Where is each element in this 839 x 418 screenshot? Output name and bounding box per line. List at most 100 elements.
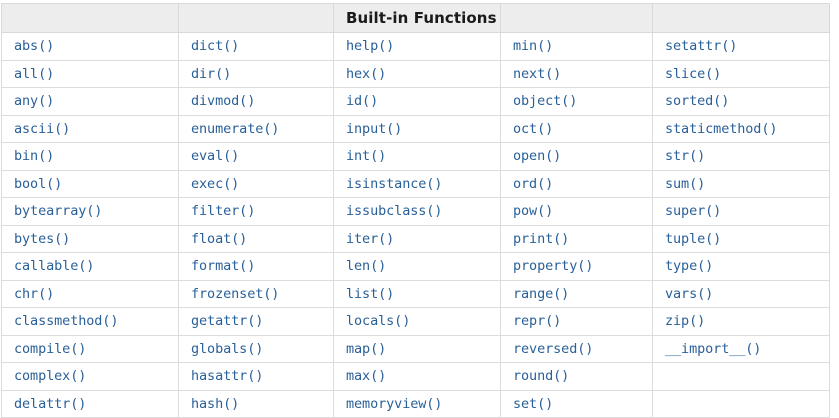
table-cell: __import__(): [652, 334, 830, 363]
table-cell: set(): [500, 389, 653, 418]
builtin-function-link[interactable]: reversed(): [513, 340, 594, 357]
table-cell: eval(): [178, 142, 334, 171]
builtin-function-link[interactable]: bytes(): [14, 230, 71, 247]
builtin-function-link[interactable]: slice(): [665, 65, 722, 82]
table-cell: map(): [333, 334, 501, 363]
builtin-function-link[interactable]: format(): [191, 258, 256, 275]
builtin-function-link[interactable]: ord(): [513, 175, 554, 192]
table-row: delattr() hash() memoryview() set(): [1, 389, 830, 418]
table-cell: isinstance(): [333, 169, 501, 198]
builtin-function-link[interactable]: isinstance(): [346, 175, 443, 192]
builtin-function-link[interactable]: dict(): [191, 38, 240, 55]
table-row: bool() exec() isinstance() ord() sum(): [1, 169, 830, 198]
table-cell: print(): [500, 224, 653, 253]
table-body: abs() dict() help() min() setattr() all() dir(…: [1, 32, 830, 418]
table-cell: hex(): [333, 59, 501, 88]
builtin-function-link[interactable]: __import__(): [665, 340, 762, 357]
builtin-function-link[interactable]: ascii(): [14, 120, 71, 137]
builtin-function-link[interactable]: chr(): [14, 285, 55, 302]
builtin-function-link[interactable]: bool(): [14, 175, 63, 192]
builtin-functions-table: Built-in Functions abs()dict()help()min(…: [1, 3, 830, 418]
builtin-function-link[interactable]: abs(): [14, 38, 55, 55]
builtin-function-link[interactable]: repr(): [513, 313, 562, 330]
builtin-function-link[interactable]: type(): [665, 258, 714, 275]
builtin-function-link[interactable]: max(): [346, 368, 387, 385]
table-cell: all(): [1, 59, 179, 88]
builtin-function-link[interactable]: delattr(): [14, 395, 87, 412]
builtin-function-link[interactable]: globals(): [191, 340, 264, 357]
table-cell: range(): [500, 279, 653, 308]
table-row: classmethod() getattr() locals() repr() zip(…: [1, 307, 830, 336]
table-cell: vars(): [652, 279, 830, 308]
builtin-function-link[interactable]: eval(): [191, 148, 240, 165]
table-cell: id(): [333, 87, 501, 116]
builtin-function-link[interactable]: len(): [346, 258, 387, 275]
builtin-function-link[interactable]: pow(): [513, 203, 554, 220]
builtin-function-link[interactable]: complex(): [14, 368, 87, 385]
table-header-cell-empty: [652, 3, 830, 33]
table-cell: next(): [500, 59, 653, 88]
builtin-function-link[interactable]: float(): [191, 230, 248, 247]
builtin-function-link[interactable]: sorted(): [665, 93, 730, 110]
table-cell: hasattr(): [178, 362, 334, 391]
builtin-function-link[interactable]: dir(): [191, 65, 232, 82]
builtin-function-link[interactable]: open(): [513, 148, 562, 165]
builtin-function-link[interactable]: locals(): [346, 313, 411, 330]
builtin-function-link[interactable]: next(): [513, 65, 562, 82]
builtin-function-link[interactable]: bytearray(): [14, 203, 103, 220]
builtin-function-link[interactable]: issubclass(): [346, 203, 443, 220]
builtin-function-link[interactable]: all(): [14, 65, 55, 82]
builtin-function-link[interactable]: getattr(): [191, 313, 264, 330]
builtin-function-link[interactable]: oct(): [513, 120, 554, 137]
table-header-cell-empty: [500, 3, 653, 33]
builtin-function-link[interactable]: object(): [513, 93, 578, 110]
builtin-function-link[interactable]: hash(): [191, 395, 240, 412]
builtin-function-link[interactable]: divmod(): [191, 93, 256, 110]
table-cell: super(): [652, 197, 830, 226]
table-row: bytearray() filter() issubclass() pow() supe…: [1, 197, 830, 226]
builtin-function-link[interactable]: min(): [513, 38, 554, 55]
table-cell: bool(): [1, 169, 179, 198]
builtin-function-link[interactable]: setattr(): [665, 38, 738, 55]
builtin-function-link[interactable]: print(): [513, 230, 570, 247]
builtin-function-link[interactable]: any(): [14, 93, 55, 110]
builtin-function-link[interactable]: iter(): [346, 230, 395, 247]
builtin-function-link[interactable]: map(): [346, 340, 387, 357]
builtin-function-link[interactable]: id(): [346, 93, 379, 110]
builtin-function-link[interactable]: filter(): [191, 203, 256, 220]
builtin-function-link[interactable]: str(): [665, 148, 706, 165]
table-cell: zip(): [652, 307, 830, 336]
builtin-function-link[interactable]: round(): [513, 368, 570, 385]
builtin-function-link[interactable]: memoryview(): [346, 395, 443, 412]
builtin-function-link[interactable]: callable(): [14, 258, 95, 275]
table-cell: slice(): [652, 59, 830, 88]
builtin-function-link[interactable]: property(): [513, 258, 594, 275]
builtin-function-link[interactable]: tuple(): [665, 230, 722, 247]
builtin-function-link[interactable]: hex(): [346, 65, 387, 82]
document-root: Built-in Functions abs()dict()help()min(…: [0, 3, 839, 418]
builtin-function-link[interactable]: classmethod(): [14, 313, 119, 330]
builtin-function-link[interactable]: enumerate(): [191, 120, 280, 137]
builtin-function-link[interactable]: range(): [513, 285, 570, 302]
table-row: callable() format() len() property() type(): [1, 252, 830, 281]
table-cell: setattr(): [652, 32, 830, 61]
builtin-function-link[interactable]: hasattr(): [191, 368, 264, 385]
table-cell: abs(): [1, 32, 179, 61]
builtin-function-link[interactable]: staticmethod(): [665, 120, 778, 137]
builtin-function-link[interactable]: exec(): [191, 175, 240, 192]
table-row: bin() eval() int() open() str(): [1, 142, 830, 171]
builtin-function-link[interactable]: help(): [346, 38, 395, 55]
builtin-function-link[interactable]: super(): [665, 203, 722, 220]
table-cell: type(): [652, 252, 830, 281]
table-cell: input(): [333, 114, 501, 143]
builtin-function-link[interactable]: list(): [346, 285, 395, 302]
builtin-function-link[interactable]: bin(): [14, 148, 55, 165]
builtin-function-link[interactable]: input(): [346, 120, 403, 137]
builtin-function-link[interactable]: int(): [346, 148, 387, 165]
builtin-function-link[interactable]: compile(): [14, 340, 87, 357]
builtin-function-link[interactable]: set(): [513, 395, 554, 412]
builtin-function-link[interactable]: vars(): [665, 285, 714, 302]
builtin-function-link[interactable]: frozenset(): [191, 285, 280, 302]
builtin-function-link[interactable]: sum(): [665, 175, 706, 192]
builtin-function-link[interactable]: zip(): [665, 313, 706, 330]
